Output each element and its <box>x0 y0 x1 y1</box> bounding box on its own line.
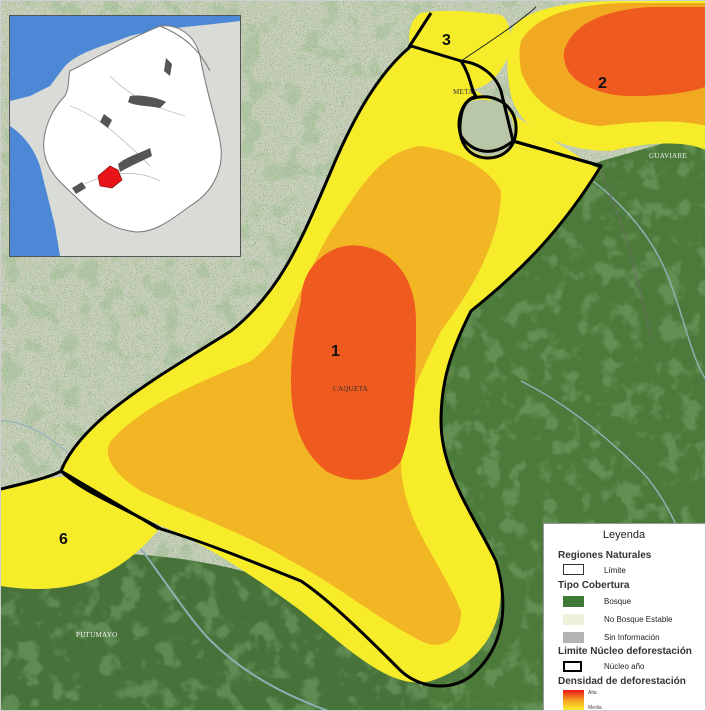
legend-no-bosque-label: No Bosque Estable <box>604 615 673 624</box>
nucleus-1-high-density <box>291 245 416 480</box>
inset-nucleus-shape <box>118 148 152 172</box>
inset-ocean-pacific <box>10 126 60 256</box>
nucleus-label-2: 2 <box>598 75 607 92</box>
inset-nucleus-shape <box>100 114 112 128</box>
inset-study-area <box>97 165 123 189</box>
inset-locator-map <box>9 15 241 257</box>
legend-densidad-heading: Densidad de deforestación <box>558 676 686 687</box>
inset-nucleus-shape <box>128 95 166 108</box>
inset-nucleus-shape <box>164 58 172 76</box>
nucleus-meta-ring <box>458 95 518 160</box>
nucleus-1-boundary <box>59 44 603 688</box>
inset-colombia <box>43 25 222 233</box>
nucleus-2-high-density <box>563 7 705 96</box>
legend-sin-info-swatch <box>563 632 584 643</box>
meta-enclave <box>461 99 515 156</box>
legend-title: Leyenda <box>602 529 646 541</box>
legend-bosque-swatch <box>563 596 584 607</box>
inset-ocean-caribbean <box>10 16 240 101</box>
inset-canvas <box>10 16 240 256</box>
legend-densidad-gradient <box>563 690 584 710</box>
inset-neighbor-border <box>159 25 211 72</box>
legend-nucleo-heading: Limite Núcleo deforestación <box>558 646 692 657</box>
inset-other-nuclei <box>72 58 172 194</box>
legend-regiones-heading: Regiones Naturales <box>558 550 652 561</box>
legend-media-label: Media <box>588 705 602 711</box>
nucleus-6-boundary <box>60 469 160 531</box>
nucleus-label-1: 1 <box>331 343 340 360</box>
legend-nucleo-swatch <box>563 661 582 672</box>
legend-alta-label: Alta <box>588 690 597 696</box>
place-label-meta: META <box>453 88 473 96</box>
place-label-caqueta: CAQUETA <box>333 385 368 393</box>
place-label-guaviare: GUAVIARE <box>649 152 687 160</box>
place-label-putumayo: PUTUMAYO <box>76 631 117 639</box>
nucleus-6-upper-boundary <box>1 469 62 491</box>
department-boundary <box>600 170 652 342</box>
nucleus-label-6: 6 <box>59 531 68 548</box>
map-legend: Leyenda Regiones Naturales Límite Tipo C… <box>543 523 705 711</box>
inset-nucleus-shape <box>72 182 86 194</box>
legend-limite-label: Límite <box>604 566 626 575</box>
legend-nucleo-label: Núcleo año <box>604 662 645 671</box>
nucleus-boundaries <box>1 12 603 688</box>
legend-bosque-label: Bosque <box>604 597 632 606</box>
region-limit-line <box>460 6 537 62</box>
legend-no-bosque-swatch <box>563 614 584 625</box>
legend-cobertura-heading: Tipo Cobertura <box>558 580 630 591</box>
legend-sin-info-label: Sin Información <box>604 633 660 642</box>
nucleus-2-boundary <box>460 59 602 168</box>
nucleus-label-3: 3 <box>442 32 451 49</box>
river <box>560 160 705 380</box>
nucleus-3-boundary <box>407 12 433 48</box>
legend-limite-swatch <box>563 564 584 575</box>
